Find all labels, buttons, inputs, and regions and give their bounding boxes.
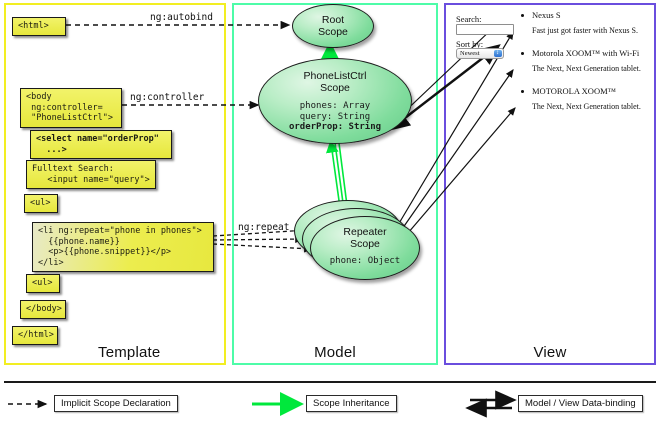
list-item[interactable]: Motorola XOOM™ with Wi-Fi The Next, Next…	[521, 48, 641, 73]
phone-snippet: Fast just got faster with Nexus S.	[532, 26, 638, 35]
search-input[interactable]	[456, 24, 514, 35]
legend-implicit-scope-declaration: Implicit Scope Declaration	[54, 395, 178, 412]
phone-snippet: The Next, Next Generation tablet.	[532, 64, 641, 73]
scope-root-title-2: Scope	[318, 26, 348, 38]
scope-repeater-title-2: Scope	[350, 238, 380, 250]
label-ng-repeat: ng:repeat	[238, 222, 290, 233]
scope-repeater[interactable]: Repeater Scope phone: Object	[310, 216, 420, 280]
view-search-label: Search:	[456, 14, 482, 24]
phone-name: MOTOROLA XOOM™	[532, 86, 616, 96]
legend-model-view-databinding: Model / View Data-binding	[518, 395, 643, 412]
phone-name: Motorola XOOM™ with Wi-Fi	[532, 48, 640, 58]
code-box-body-close[interactable]: </body>	[20, 300, 66, 319]
code-box-body-open[interactable]: <body ng:controller= "PhoneListCtrl">	[20, 88, 122, 128]
list-item[interactable]: MOTOROLA XOOM™ The Next, Next Generation…	[521, 86, 641, 111]
scope-prop-orderprop: orderProp: String	[288, 122, 382, 132]
scope-prop-phones: phones: Array	[299, 101, 371, 111]
bullet-icon	[521, 90, 524, 93]
scope-phonelistctrl-title-2: Scope	[320, 82, 350, 94]
phone-name: Nexus S	[532, 10, 561, 20]
scope-prop-query: query: String	[299, 111, 371, 122]
sort-by-select[interactable]: Newest	[456, 48, 504, 59]
panel-view-title: View	[533, 344, 567, 361]
phone-snippet: The Next, Next Generation tablet.	[532, 102, 641, 111]
code-box-html-close[interactable]: </html>	[12, 326, 58, 345]
scope-phonelistctrl-title-1: PhoneListCtrl	[303, 70, 367, 82]
sort-by-selected-value: Newest	[460, 50, 480, 57]
label-ng-controller: ng:controller	[130, 92, 205, 103]
code-box-li-repeat[interactable]: <li ng:repeat="phone in phones"> {{phone…	[32, 222, 214, 272]
panel-template-title: Template	[98, 344, 161, 361]
chevron-updown-icon[interactable]	[494, 49, 502, 58]
list-item[interactable]: Nexus S Fast just got faster with Nexus …	[521, 10, 638, 35]
bullet-icon	[521, 14, 524, 17]
view-sort-label: Sort by:	[456, 39, 484, 49]
scope-prop-phone: phone: Object	[329, 256, 401, 266]
code-box-ul-close[interactable]: <ul>	[26, 274, 60, 293]
code-box-fulltext-search[interactable]: Fulltext Search: <input name="query">	[26, 160, 156, 189]
code-box-html-open[interactable]: <html>	[12, 17, 66, 36]
scope-repeater-title-1: Repeater	[343, 226, 387, 238]
code-box-select-orderprop[interactable]: <select name="orderProp" ...>	[30, 130, 172, 159]
legend-divider	[4, 381, 656, 383]
label-ng-autobind: ng:autobind	[150, 12, 213, 23]
panel-model-title: Model	[314, 344, 356, 361]
bullet-icon	[521, 52, 524, 55]
scope-root[interactable]: Root Scope	[292, 4, 374, 48]
scope-phonelistctrl[interactable]: PhoneListCtrl Scope phones: Array query:…	[258, 58, 412, 144]
scope-root-title-1: Root	[321, 14, 345, 26]
code-box-ul-open[interactable]: <ul>	[24, 194, 58, 213]
legend-scope-inheritance: Scope Inheritance	[306, 395, 397, 412]
